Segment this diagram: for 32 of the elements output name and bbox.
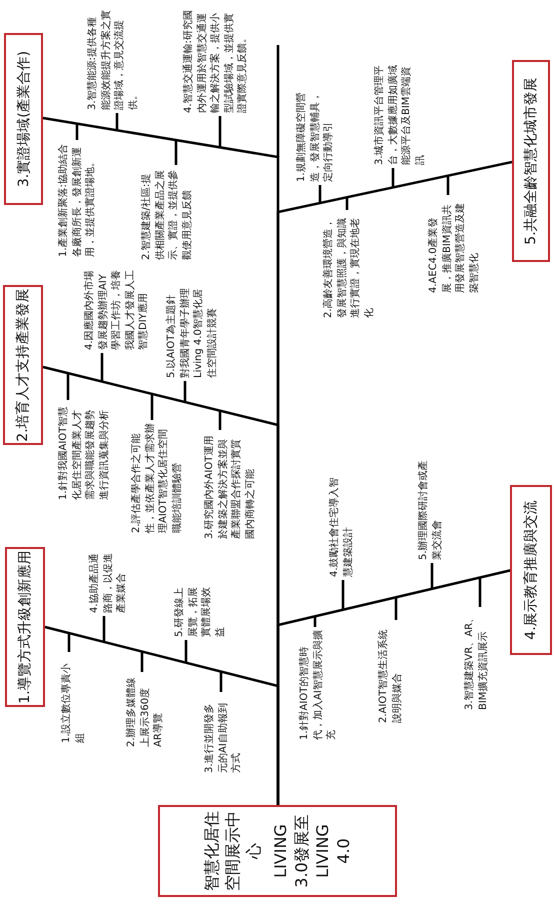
branch-note: 3.智慧建築VR、AR、BIM擴充資訊展示 [463, 612, 490, 710]
branch-note: 2.辦理多媒體線上展示360度AR導覽 [125, 676, 165, 747]
category-box: 5.共融全齡智慧化城市發展 [512, 60, 550, 262]
branch-note: 3.城市資訊平台管理平台，大數據應用如廣域能源平台及BIM雲端資訊 [373, 65, 426, 165]
bone-line [276, 160, 512, 805]
branch-note: 1.產業創新聚落:協助結合各廠商所長，發展創新運用，並提供實證場地。 [57, 143, 97, 257]
branch-note: 4.鼓勵社會住宅導入智慧建築設計 [328, 476, 354, 577]
head-box [158, 805, 397, 897]
box-text: 智慧化居住空間展示中心 [201, 811, 264, 891]
category-box: 4.展示教育推廣與交流 [510, 485, 552, 655]
branch-note: 5.辦理國際研討會或產業交流會 [417, 459, 444, 560]
branch-note: 4.AEC4.0產業發展，推廣BIM資訊共用發展智慧營造及建築智慧化 [427, 202, 480, 293]
branch-note: 2.智慧建築/社區:提供相關產業產品之展示、實證，並提供參觀使用意見反饋 [140, 169, 194, 260]
category-box: 2.培育人才支持產業發展 [3, 285, 43, 445]
branch-note: 4.協助產品通路商，以促進產業媒合 [88, 552, 128, 613]
branch-note: 1.針對AIOT的智慧時代，加入AI智慧展示與擴充 [298, 630, 338, 740]
branch-note: 3.進行並開發多元的AI自助報到方式 [203, 702, 243, 773]
branch-note: 4.智慧交通運輸:研究國內外運用於智慧交通運輸之解決方案，提供小型試驗場域，並提供實證實際意見反饋。 [182, 9, 249, 113]
branch-note: 1.規劃無障礙空間營造，發展智慧輔具，定向行動導引 [295, 92, 335, 182]
branch-note: 5.研發線上展覽，拓展實體展場效益 [173, 586, 226, 637]
branch-note: 3.研究國內外AIOT運用於建築之解決方案並與產業聯盟合作探討實質國內商轉之可能 [203, 434, 256, 539]
category-box: 1.導覽方式升級創新應用 [5, 547, 45, 707]
box-text: LIVING 3.0發展至LIVING 4.0 [270, 813, 354, 890]
branch-note: 2.評估產學合作之可能性，並依產業人才需求辦理AIOT智慧化居住空間職能培訓體驗營 [130, 423, 184, 533]
branch-note: 1.針對我國AIOT智慧化居住空間產業人才需求與職能發展趨勢進行資訊蒐集與分析 [57, 406, 110, 500]
branch-note: 1.設立數位專責小組 [60, 662, 86, 743]
branch-note: 2.高齡友善環境營造，發展智慧照護，與知識進行實證，實現在地老化 [322, 217, 376, 318]
branch-note: 5.以AIOT為主題針對我國青年學子辦理Living 4.0智慧化居住空間設計競賽 [165, 287, 218, 378]
branch-note: 3.智慧能源:提供各種能源效能提升方案之實證場域，意見交流提供。 [86, 9, 140, 110]
branch-note: 2.AIOT智慧生活系統說明與媒合 [377, 628, 404, 723]
branch-note: 4.因應國內外市場發展趨勢辦理AIY學習工作坊，培養我國人才發展人工智慧DIY應用 [83, 269, 150, 350]
category-box: 3.實證場域(產業合作) [4, 33, 43, 205]
